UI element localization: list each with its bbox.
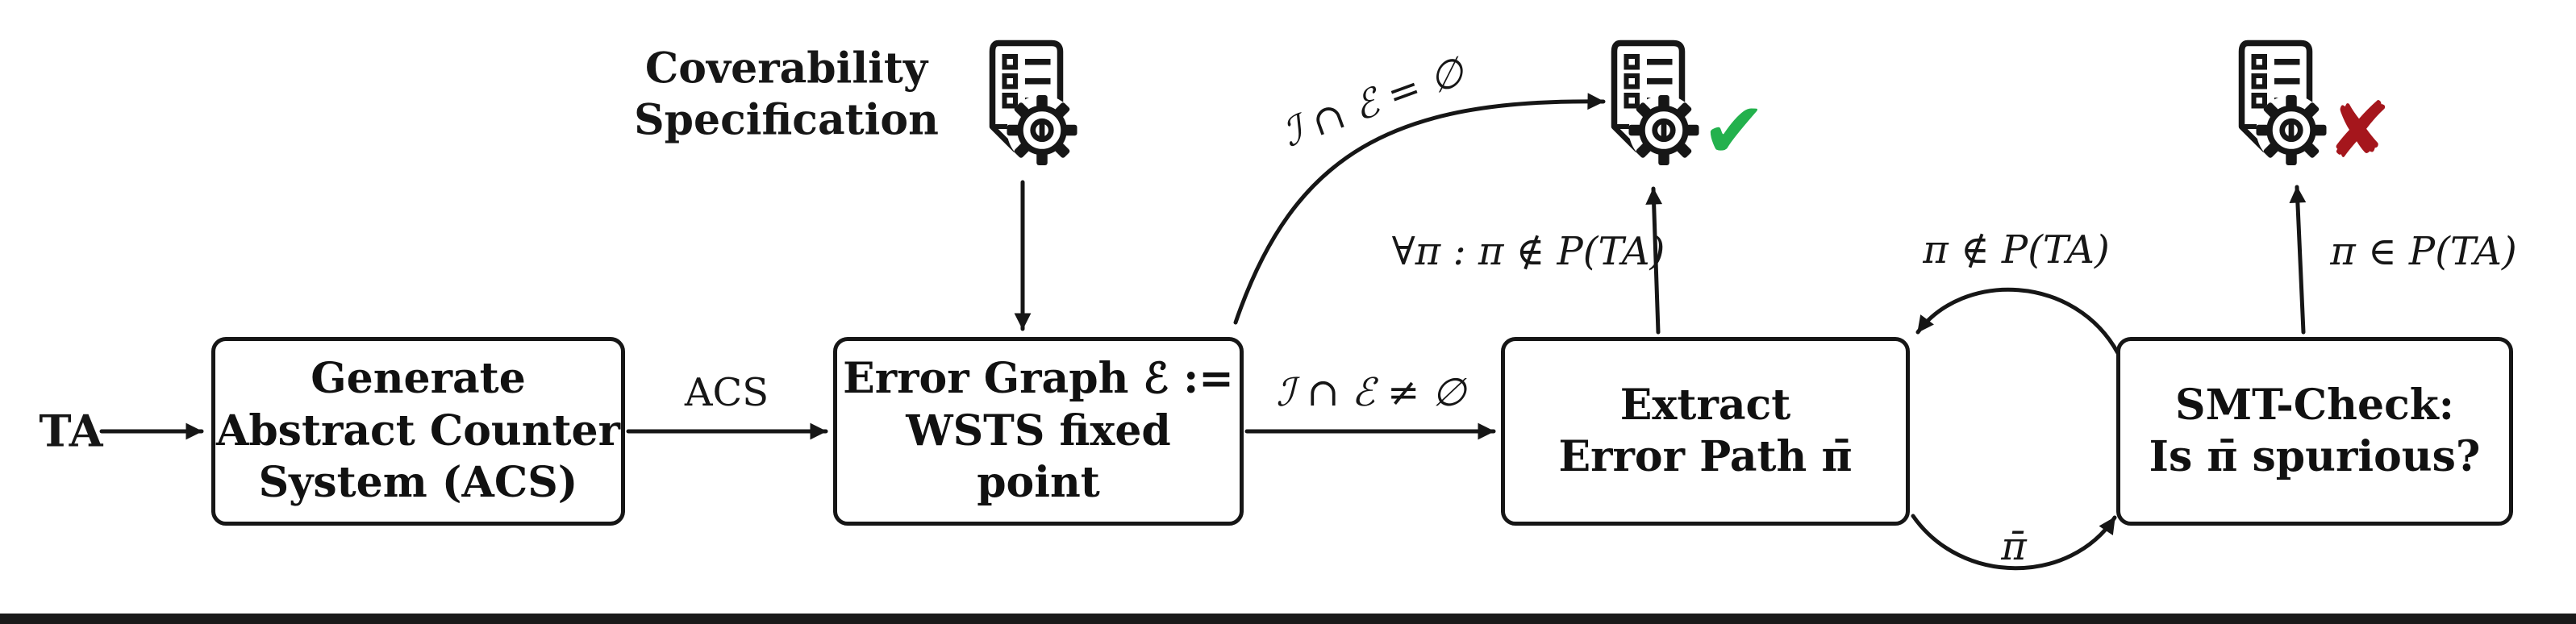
node-smt-check: SMT-Check: Is π̄ spurious? bbox=[2116, 337, 2513, 526]
edge-errorgraph-to-check bbox=[1233, 93, 1606, 325]
edge-label-acs: ACS bbox=[684, 370, 769, 415]
node-extract-error-path-line2: Error Path π̄ bbox=[1558, 432, 1853, 481]
check-icon: ✔ bbox=[1701, 85, 1767, 176]
edge-smt-to-extract-loop bbox=[1915, 287, 2120, 356]
edge-label-in-set: π ∈ P(TA) bbox=[2330, 229, 2517, 274]
edge-extract-to-smt-loop bbox=[1911, 514, 2117, 571]
edge-label-forall-not-in: ∀π : π ∉ P(TA) bbox=[1391, 229, 1665, 274]
edge-label-pi-bar: π̄ bbox=[2001, 524, 2027, 569]
coverability-line1: Coverability bbox=[644, 44, 928, 94]
edge-label-intersection-nonempty: ℐ ∩ ℰ ≠ ∅ bbox=[1276, 370, 1466, 415]
input-label-ta: TA bbox=[39, 405, 103, 457]
coverability-line2: Specification bbox=[634, 96, 939, 145]
node-generate-acs-line1: Generate bbox=[311, 354, 526, 404]
edge-label-not-in: π ∉ P(TA) bbox=[1923, 227, 2110, 272]
coverability-specification-label: Coverability Specification bbox=[634, 44, 939, 148]
node-smt-check-line1: SMT-Check: bbox=[2175, 380, 2454, 430]
node-error-graph: Error Graph ℰ := WSTS fixed point bbox=[833, 337, 1244, 526]
node-error-graph-line2: WSTS fixed point bbox=[906, 406, 1171, 508]
node-error-graph-line1: Error Graph ℰ := bbox=[843, 354, 1234, 404]
violated-spec-document-gear-icon bbox=[2211, 37, 2332, 170]
coverability-spec-document-gear-icon bbox=[962, 37, 1083, 170]
node-smt-check-line2: Is π̄ spurious? bbox=[2149, 432, 2481, 481]
node-generate-acs-line2: Abstract Counter bbox=[215, 406, 621, 456]
node-generate-acs-line3: System (ACS) bbox=[258, 458, 578, 508]
bottom-rule bbox=[0, 614, 2576, 624]
verified-spec-document-gear-icon bbox=[1584, 37, 1705, 170]
node-extract-error-path-line1: Extract bbox=[1619, 380, 1791, 430]
edge-extract-to-check bbox=[1645, 186, 1663, 335]
cross-icon: ✘ bbox=[2326, 85, 2392, 176]
node-generate-acs: Generate Abstract Counter System (ACS) bbox=[211, 337, 625, 526]
node-extract-error-path: Extract Error Path π̄ bbox=[1501, 337, 1910, 526]
edge-smt-to-cross bbox=[2289, 185, 2307, 335]
